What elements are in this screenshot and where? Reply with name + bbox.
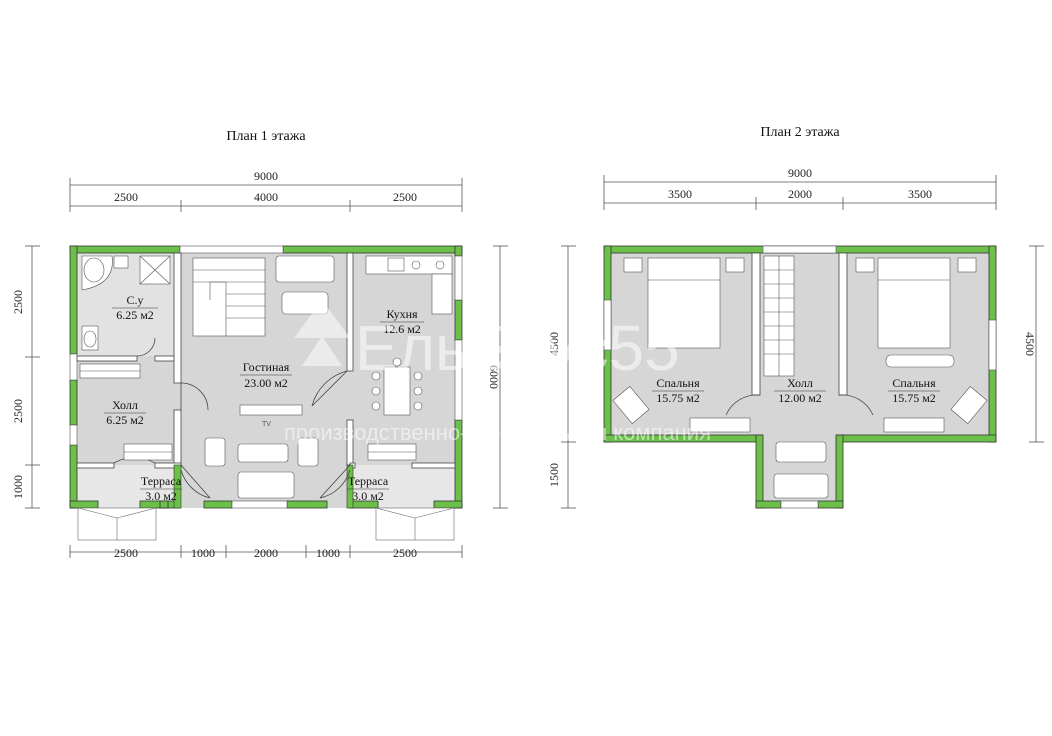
floor2-left-seg-2: 1500	[547, 463, 561, 487]
watermark: ЕльБрус55 производственно-строительная к…	[284, 300, 711, 445]
floor2-top-seg-1: 3500	[668, 187, 692, 201]
bath-area: 6.25 м2	[116, 308, 154, 322]
hall2-furniture	[773, 441, 829, 499]
floor1-bottom-seg-3: 2000	[254, 546, 278, 560]
kitchen-area: 12.6 м2	[383, 322, 421, 336]
floor1-left-seg-1: 2500	[11, 290, 25, 314]
hall-closet	[79, 363, 417, 461]
kitchen-name: Кухня	[386, 307, 418, 321]
floor2-room-labels: Спальня 15.75 м2 Холл 12.00 м2 Спальня 1…	[652, 376, 940, 405]
floor1-exterior-walls	[69, 245, 463, 509]
floor1-top-total: 9000	[254, 169, 278, 183]
watermark-tagline: производственно-строительная компания	[284, 420, 711, 445]
living-area: 23.00 м2	[244, 376, 288, 390]
bath-name: С.у	[126, 293, 143, 307]
floor1-top-seg-1: 2500	[114, 190, 138, 204]
bedroom-left-name: Спальня	[656, 376, 700, 390]
watermark-brand: ЕльБрус55	[355, 312, 680, 384]
bedroom-left-area: 15.75 м2	[656, 391, 700, 405]
bedroom-right-furniture	[855, 257, 988, 433]
living-name: Гостиная	[243, 360, 290, 374]
watermark-logo-icon	[294, 300, 350, 366]
floor1-left-seg-3: 1000	[11, 475, 25, 499]
hall1-name: Холл	[112, 398, 138, 412]
living-furniture	[204, 255, 335, 499]
terrace-left-name: Терраса	[141, 474, 182, 488]
floor2-top-seg-3: 3500	[908, 187, 932, 201]
floor1-dimensions	[25, 178, 508, 558]
floor2-windows	[603, 245, 997, 509]
floor2-stairs	[763, 255, 795, 377]
floor1-stairs	[192, 257, 266, 337]
floor2-plan: Спальня 15.75 м2 Холл 12.00 м2 Спальня 1…	[603, 245, 997, 509]
floor1-top-seg-2: 4000	[254, 190, 278, 204]
floor2-top-seg-2: 2000	[788, 187, 812, 201]
hall1-area: 6.25 м2	[106, 413, 144, 427]
floor1-title: План 1 этажа	[226, 129, 306, 144]
bedroom-right-name: Спальня	[892, 376, 936, 390]
bath-fixtures	[81, 255, 171, 351]
floor1-top-seg-3: 2500	[393, 190, 417, 204]
floor2-dimensions	[561, 175, 1044, 509]
floor2-left-seg-1: 4500	[547, 332, 561, 356]
floor2-right-total: 4500	[1023, 332, 1037, 356]
bedroom-left-furniture	[612, 257, 751, 433]
kitchen-furniture	[365, 255, 453, 416]
floor1-room-labels: С.у 6.25 м2 Холл 6.25 м2 Гостиная 23.00 …	[104, 293, 424, 503]
floor1-interior-walls	[76, 252, 456, 469]
hall2-name: Холл	[787, 376, 813, 390]
floor2-title: План 2 этажа	[760, 125, 840, 140]
floor2-doors	[725, 394, 874, 416]
terrace-right-name: Терраса	[348, 474, 389, 488]
floor1-left-seg-2: 2500	[11, 399, 25, 423]
floor1-bottom-seg-1: 2500	[114, 546, 138, 560]
floor1-bottom-seg-5: 2500	[393, 546, 417, 560]
floor1-bottom-seg-2: 1000	[191, 546, 215, 560]
floor1-bottom-seg-4: 1000	[316, 546, 340, 560]
hall2-area: 12.00 м2	[778, 391, 822, 405]
terrace-left-area: 3.0 м2	[145, 489, 177, 503]
floor1-plan: TV	[69, 245, 463, 541]
floor1-windows	[69, 245, 463, 509]
floor1-right-total: 6000	[487, 365, 501, 389]
floor2-top-total: 9000	[788, 166, 812, 180]
tv-label: TV	[262, 421, 271, 428]
bedroom-right-area: 15.75 м2	[892, 391, 936, 405]
floor1-porches	[77, 507, 455, 541]
terrace-right-area: 3.0 м2	[352, 489, 384, 503]
